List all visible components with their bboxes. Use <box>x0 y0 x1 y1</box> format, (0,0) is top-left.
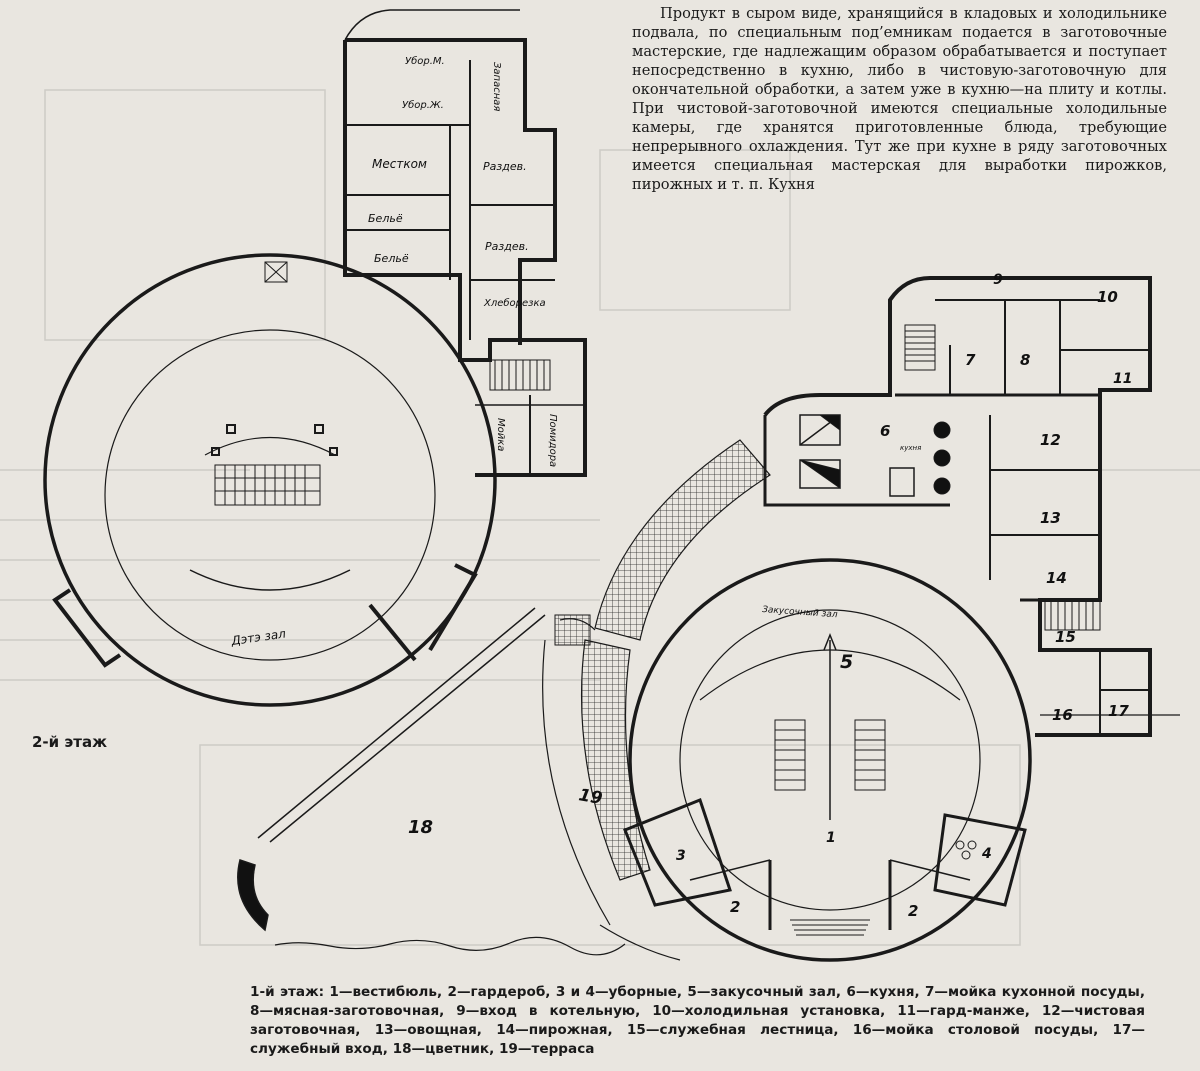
num-1: 1 <box>826 830 836 846</box>
floor1-legend-caption: 1-й этаж: 1—вестибюль, 2—гардероб, 3 и 4… <box>250 984 1145 1057</box>
num-2b: 2 <box>908 902 918 920</box>
floor2-plan <box>43 9 587 707</box>
num-15: 15 <box>1055 628 1076 646</box>
num-12: 12 <box>1040 431 1061 449</box>
room-ubor-zh: Убор.Ж. <box>402 99 444 111</box>
num-8: 8 <box>1020 351 1030 369</box>
num-19: 19 <box>577 785 604 809</box>
room-hall2: Дэтэ зал <box>229 626 286 648</box>
article-paragraph: Продукт в сыром виде, хранящийся в кладо… <box>632 5 1167 193</box>
room-kitchen: кухня <box>900 444 921 452</box>
room-belye2: Бельё <box>374 252 409 265</box>
num-14: 14 <box>1046 569 1067 587</box>
num-7: 7 <box>965 351 976 369</box>
num-18: 18 <box>408 817 433 838</box>
num-13: 13 <box>1040 509 1061 527</box>
num-10: 10 <box>1097 288 1118 306</box>
num-11: 11 <box>1113 371 1132 387</box>
room-zapasnaya: Запасная <box>491 62 502 111</box>
room-razdev1: Раздев. <box>483 160 527 173</box>
num-4: 4 <box>981 846 992 862</box>
num-9: 9 <box>993 272 1003 288</box>
num-16: 16 <box>1052 706 1073 724</box>
room-razdev2: Раздев. <box>485 240 529 253</box>
num-5: 5 <box>840 651 853 673</box>
floor2-label: 2-й этаж <box>32 733 108 751</box>
room-ubor-m: Убор.М. <box>405 55 445 67</box>
num-17: 17 <box>1108 702 1129 720</box>
room-pomidora: Помидора <box>547 414 558 467</box>
flowerbed-path <box>237 607 626 956</box>
num-3: 3 <box>676 848 686 864</box>
room-hall1: Закусочный зал <box>762 605 838 620</box>
room-belye1: Бельё <box>368 212 403 225</box>
room-mestkom: Местком <box>372 157 427 171</box>
floor1-plan <box>542 276 1180 962</box>
num-2a: 2 <box>730 898 740 916</box>
room-hleborezka: Хлеборезка <box>483 297 546 309</box>
num-6: 6 <box>880 422 890 440</box>
room-moika: Мойка <box>495 418 506 451</box>
